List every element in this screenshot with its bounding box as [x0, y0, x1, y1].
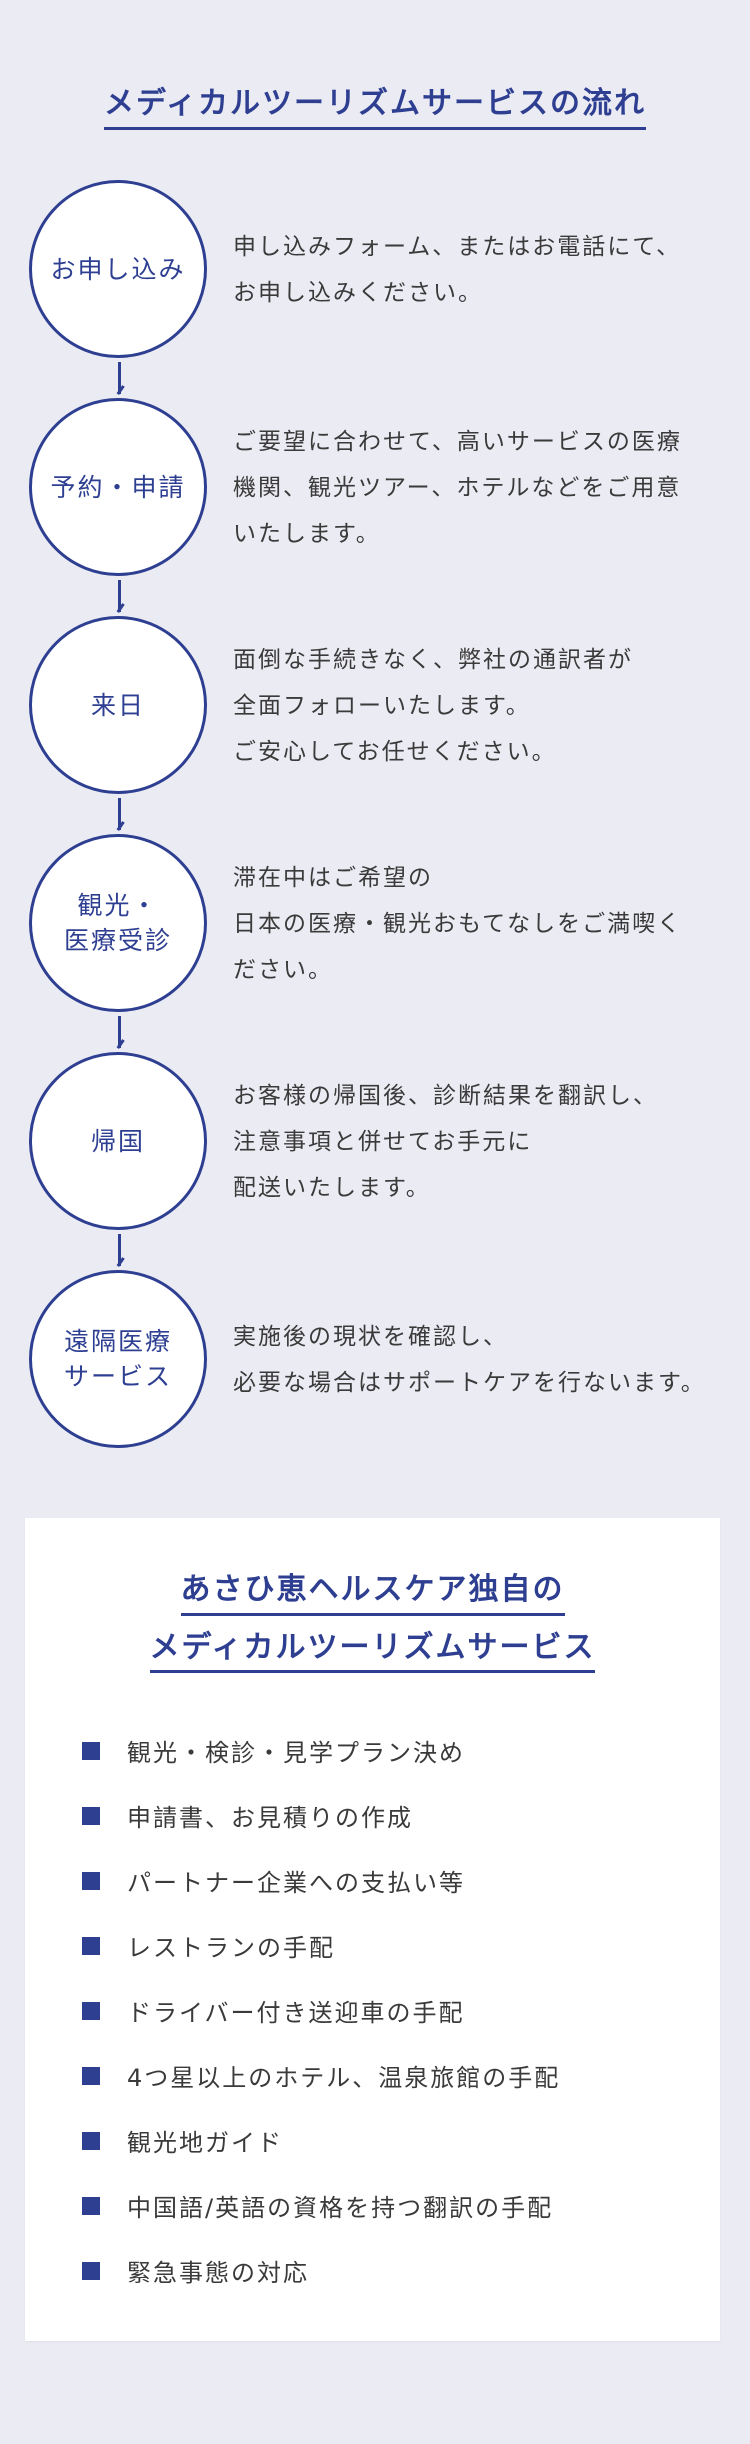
flow-step-arrival: 来日 面倒な手続きなく、弊社の通訳者が 全面フォローいたします。 ご安心してお任…	[0, 616, 750, 796]
list-item: 観光・検診・見学プラン決め	[82, 1718, 560, 1783]
arrow-down-icon	[118, 1016, 121, 1048]
services-title: あさひ恵ヘルスケア独自の メディカルツーリズムサービス	[25, 1570, 720, 1685]
flow-step-sightseeing-medical: 観光・ 医療受診 滞在中はご希望の 日本の医療・観光おもてなしをご満喫く ださい…	[0, 834, 750, 1014]
step-circle: お申し込み	[29, 180, 207, 358]
list-item-text: レストランの手配	[127, 1934, 335, 1962]
services-title-line1: あさひ恵ヘルスケア独自の	[180, 1570, 565, 1616]
list-item-text: 申請書、お見積りの作成	[127, 1804, 413, 1832]
list-item: 緊急事態の対応	[82, 2238, 560, 2303]
square-bullet-icon	[82, 1871, 100, 1890]
list-item: 中国語/英語の資格を持つ翻訳の手配	[82, 2173, 560, 2238]
square-bullet-icon	[82, 2131, 100, 2150]
step-description: 滞在中はご希望の 日本の医療・観光おもてなしをご満喫く ださい。	[233, 865, 683, 983]
flow-section-title: メディカルツーリズムサービスの流れ	[0, 84, 750, 130]
list-item-text: 4つ星以上のホテル、温泉旅館の手配	[127, 2064, 561, 2092]
flow-step-return-home: 帰国 お客様の帰国後、診断結果を翻訳し、 注意事項と併せてお手元に 配送いたしま…	[0, 1052, 750, 1232]
list-item: パートナー企業への支払い等	[82, 1848, 560, 1913]
step-circle: 予約・申請	[29, 398, 207, 576]
arrow-down-icon	[118, 362, 121, 394]
step-description: 実施後の現状を確認し、 必要な場合はサポートケアを行ないます。	[233, 1324, 706, 1396]
flow-step-apply: お申し込み 申し込みフォーム、またはお電話にて、 お申し込みください。	[0, 180, 750, 360]
flow-title-text: メディカルツーリズムサービスの流れ	[104, 84, 646, 130]
step-circle: 来日	[29, 616, 207, 794]
square-bullet-icon	[82, 1806, 100, 1825]
list-item-text: パートナー企業への支払い等	[127, 1869, 465, 1897]
square-bullet-icon	[82, 1936, 100, 1955]
services-list: 観光・検診・見学プラン決め 申請書、お見積りの作成 パートナー企業への支払い等 …	[82, 1718, 560, 2303]
services-title-line2: メディカルツーリズムサービス	[149, 1628, 596, 1673]
arrow-down-icon	[118, 1234, 121, 1266]
list-item-text: 観光地ガイド	[127, 2129, 283, 2157]
arrow-down-icon	[118, 798, 121, 830]
list-item-text: 中国語/英語の資格を持つ翻訳の手配	[127, 2194, 554, 2222]
square-bullet-icon	[82, 2001, 100, 2020]
square-bullet-icon	[82, 2196, 100, 2215]
square-bullet-icon	[82, 1741, 100, 1760]
list-item: 観光地ガイド	[82, 2108, 560, 2173]
step-description: お客様の帰国後、診断結果を翻訳し、 注意事項と併せてお手元に 配送いたします。	[233, 1083, 658, 1201]
step-description: 面倒な手続きなく、弊社の通訳者が 全面フォローいたします。 ご安心してお任せくだ…	[233, 647, 633, 765]
list-item-text: 観光・検診・見学プラン決め	[127, 1739, 465, 1767]
step-circle: 遠隔医療 サービス	[29, 1270, 207, 1448]
list-item-text: 緊急事態の対応	[127, 2259, 309, 2287]
list-item-text: ドライバー付き送迎車の手配	[127, 1999, 465, 2027]
step-circle: 帰国	[29, 1052, 207, 1230]
square-bullet-icon	[82, 2261, 100, 2280]
list-item: レストランの手配	[82, 1913, 560, 1978]
square-bullet-icon	[82, 2066, 100, 2085]
services-card: あさひ恵ヘルスケア独自の メディカルツーリズムサービス 観光・検診・見学プラン決…	[25, 1518, 720, 2341]
flow-step-remote-care: 遠隔医療 サービス 実施後の現状を確認し、 必要な場合はサポートケアを行ないます…	[0, 1270, 750, 1450]
step-description: 申し込みフォーム、またはお電話にて、 お申し込みください。	[233, 234, 682, 306]
list-item: 4つ星以上のホテル、温泉旅館の手配	[82, 2043, 560, 2108]
list-item: 申請書、お見積りの作成	[82, 1783, 560, 1848]
list-item: ドライバー付き送迎車の手配	[82, 1978, 560, 2043]
step-description: ご要望に合わせて、高いサービスの医療 機関、観光ツアー、ホテルなどをご用意 いた…	[233, 429, 682, 547]
step-circle: 観光・ 医療受診	[29, 834, 207, 1012]
arrow-down-icon	[118, 580, 121, 612]
flow-step-reservation: 予約・申請 ご要望に合わせて、高いサービスの医療 機関、観光ツアー、ホテルなどを…	[0, 398, 750, 578]
